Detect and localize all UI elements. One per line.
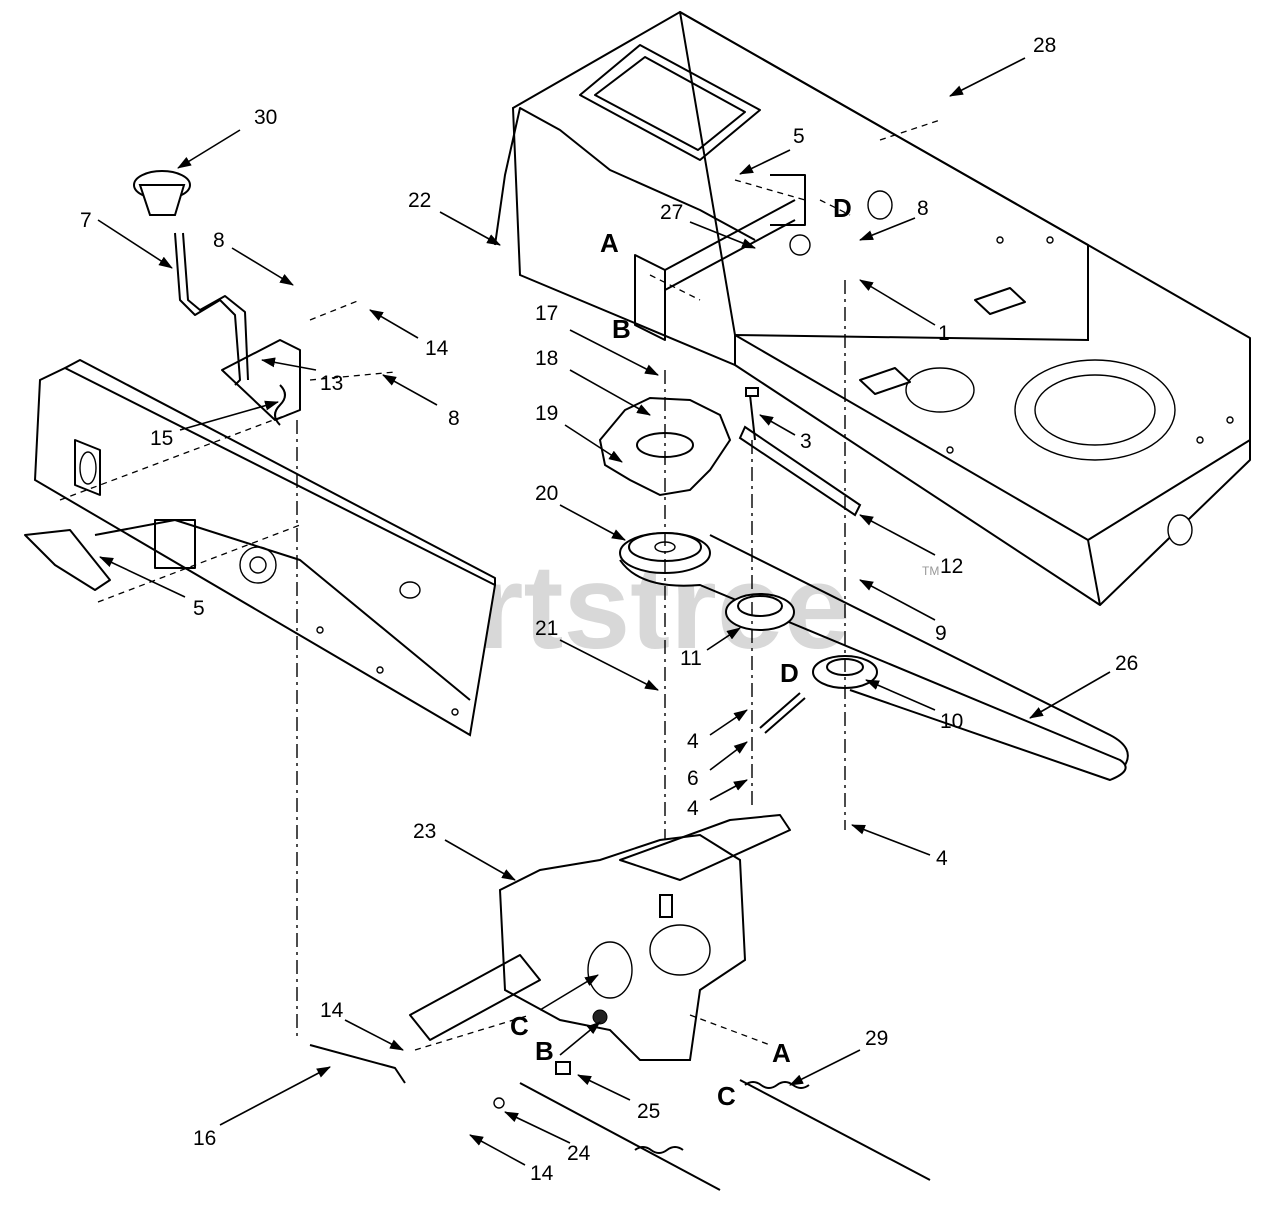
letter-C-mid: C (510, 1011, 529, 1041)
letter-D-top: D (833, 193, 852, 223)
letter-A-mid: A (772, 1038, 791, 1068)
callout-20: 20 (535, 482, 558, 505)
callout-10: 10 (940, 710, 963, 733)
callout-15: 15 (150, 427, 173, 450)
callout-30: 30 (254, 106, 277, 129)
shift-lever (133, 170, 301, 426)
callout-14-upper: 14 (425, 337, 449, 360)
callout-8-lower: 8 (448, 407, 460, 430)
callout-23: 23 (413, 820, 436, 843)
trademark-mark: TM (922, 564, 939, 578)
left-side-panel (24, 359, 497, 737)
letter-B-mid: B (535, 1036, 554, 1066)
callout-12: 12 (940, 555, 963, 578)
letter-C-bottom: C (717, 1081, 736, 1111)
callout-28: 28 (1033, 34, 1056, 57)
callout-29: 29 (865, 1027, 888, 1050)
callout-8-top: 8 (213, 229, 225, 252)
transmission (409, 814, 791, 1061)
callout-14-bottom: 14 (530, 1162, 554, 1185)
callout-4-b: 4 (687, 797, 699, 820)
callout-22: 22 (408, 189, 431, 212)
callout-21: 21 (535, 617, 558, 640)
callout-25: 25 (637, 1100, 660, 1123)
letter-B-top: B (612, 314, 631, 344)
callout-17: 17 (535, 302, 558, 325)
callout-labels: 30 7 8 14 13 8 15 5 28 5 22 27 D 8 A 17 … (80, 34, 1138, 1185)
callout-6: 6 (687, 767, 699, 790)
rods-and-cables (309, 1044, 931, 1191)
callout-7: 7 (80, 209, 92, 232)
alignment-lines (59, 119, 941, 1051)
callout-24: 24 (567, 1142, 591, 1165)
callout-26: 26 (1115, 652, 1138, 675)
callout-14-mid: 14 (320, 999, 344, 1022)
callout-3: 3 (800, 430, 812, 453)
callout-13: 13 (320, 372, 343, 395)
callout-5-left: 5 (193, 597, 205, 620)
callout-arrows (97, 57, 1111, 1166)
callout-9: 9 (935, 622, 947, 645)
frame-assembly (494, 10, 1251, 606)
callout-27: 27 (660, 201, 683, 224)
callout-8-right: 8 (917, 197, 929, 220)
callout-1: 1 (938, 322, 950, 345)
callout-18: 18 (535, 347, 558, 370)
callout-19: 19 (535, 402, 558, 425)
callout-5-top: 5 (793, 125, 805, 148)
callout-11: 11 (680, 647, 702, 670)
letter-A-top: A (600, 228, 619, 258)
callout-4-c: 4 (936, 847, 948, 870)
callout-4-a: 4 (687, 730, 699, 753)
letter-D-mid: D (780, 658, 799, 688)
callout-16: 16 (193, 1127, 216, 1150)
